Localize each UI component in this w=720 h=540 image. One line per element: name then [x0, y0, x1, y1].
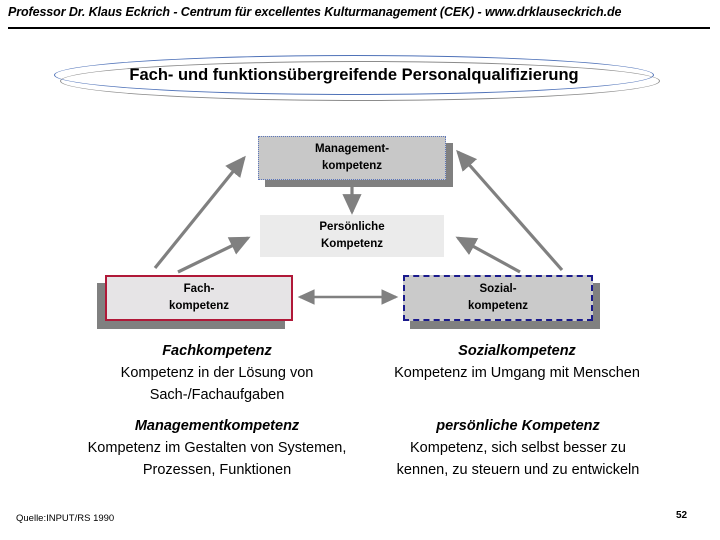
box-persoenliche-line2: Kompetenz	[321, 238, 383, 250]
box-sozial-line2: kompetenz	[467, 300, 529, 312]
box-fach-line2: kompetenz	[168, 300, 230, 312]
box-sozialkompetenz[interactable]: Sozial- kompetenz	[403, 275, 593, 321]
description-sozialkompetenz-line1: Kompetenz im Umgang mit Menschen	[394, 365, 640, 382]
box-fach-line1: Fach-	[183, 283, 215, 296]
description-fachkompetenz-line1: Kompetenz in der Lösung von	[120, 365, 314, 382]
description-sozialkompetenz-title: Sozialkompetenz	[458, 343, 576, 359]
arrow-sozial-to-management	[456, 149, 564, 272]
box-sozial-line1: Sozial-	[479, 283, 517, 296]
box-management-line1: Management-	[314, 143, 390, 156]
header-attribution-text: Professor Dr. Klaus Eckrich - Centrum fü…	[8, 5, 622, 19]
box-managementkompetenz[interactable]: Management- kompetenz	[258, 136, 446, 180]
arrow-fach-to-persoenliche	[177, 236, 251, 274]
arrow-fach-to-management	[153, 155, 246, 270]
page-number: 52	[676, 510, 688, 521]
title-ellipse-outline	[54, 55, 654, 95]
slide-header: Professor Dr. Klaus Eckrich - Centrum fü…	[0, 0, 720, 34]
box-persoenliche-kompetenz[interactable]: Persönliche Kompetenz	[260, 215, 444, 257]
description-fachkompetenz-line2: Sach-/Fachaufgaben	[149, 387, 285, 404]
box-fachkompetenz[interactable]: Fach- kompetenz	[105, 275, 293, 321]
box-management-line2: kompetenz	[321, 160, 383, 172]
description-managementkompetenz-title: Managementkompetenz	[134, 418, 300, 434]
description-persoenliche-kompetenz: persönliche Kompetenz Kompetenz, sich se…	[358, 415, 678, 481]
description-persoenliche-kompetenz-title: persönliche Kompetenz	[436, 418, 600, 434]
description-fachkompetenz-title: Fachkompetenz	[162, 343, 272, 359]
arrow-sozial-to-persoenliche	[455, 236, 521, 274]
source-citation: Quelle:INPUT/RS 1990	[16, 513, 115, 524]
description-managementkompetenz-line1: Kompetenz im Gestalten von Systemen,	[87, 440, 347, 457]
description-sozialkompetenz: Sozialkompetenz Kompetenz im Umgang mit …	[362, 340, 672, 384]
page-title: Fach- und funktionsübergreifende Persona…	[129, 65, 579, 84]
description-managementkompetenz: Managementkompetenz Kompetenz im Gestalt…	[52, 415, 382, 481]
header-divider-rule	[8, 27, 710, 29]
box-persoenliche-line1: Persönliche	[319, 221, 385, 234]
description-persoenliche-kompetenz-line1: Kompetenz, sich selbst besser zu	[410, 440, 626, 457]
description-persoenliche-kompetenz-line2: kennen, zu steuern und zu entwickeln	[396, 462, 640, 479]
description-managementkompetenz-line2: Prozessen, Funktionen	[142, 462, 292, 479]
slide-title-ellipse: Fach- und funktionsübergreifende Persona…	[54, 55, 666, 107]
description-fachkompetenz: Fachkompetenz Kompetenz in der Lösung vo…	[62, 340, 372, 406]
